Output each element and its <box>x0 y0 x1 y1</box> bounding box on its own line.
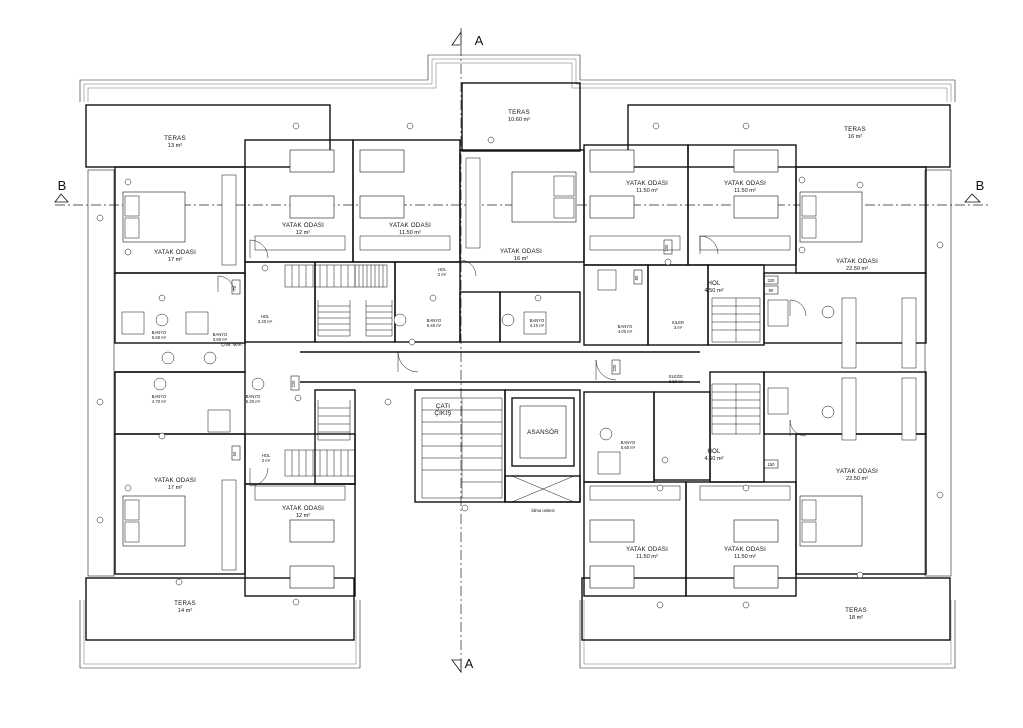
room-area-yatak-4: 16 m² <box>514 256 528 262</box>
room-name-yatak-12: YATAK ODASI <box>724 546 766 553</box>
room-area-banyo-1: 5.40 m² <box>427 323 442 328</box>
room-name-yatak-10: YATAK ODASI <box>836 468 878 475</box>
room-area-yatak-9: 12 m² <box>296 513 310 519</box>
door-tag-6: 70 <box>232 285 237 290</box>
outlet-markers <box>96 122 944 609</box>
door-tag-4: 90 <box>769 288 774 293</box>
room-name-yatak-7: YATAK ODASI <box>836 258 878 265</box>
room-area-hol-5: 2 m² <box>438 272 447 277</box>
room-name-banyo-6: BANYO <box>213 332 228 337</box>
room-area-teras-4: 14 m² <box>178 608 192 614</box>
room-area-banyo-4: 5.60 m² <box>152 335 167 340</box>
room-name-yatak-2: YATAK ODASI <box>282 222 324 229</box>
room-area-yatak-12: 11.50 m² <box>734 554 756 560</box>
section-b-left-label: B <box>58 178 67 193</box>
room-name-yatak-8: YATAK ODASI <box>154 477 196 484</box>
room-area-teras-5: 18 m² <box>849 615 863 621</box>
room-name-banyo-1: BANYO <box>427 318 442 323</box>
room-area-yatak-5: 11.50 m² <box>636 188 658 194</box>
room-area-yatak-8: 17 m² <box>168 485 182 491</box>
room-area-banyo-7: 4.70 m² <box>152 399 167 404</box>
room-area-banyo-8: 5.60 m² <box>621 445 636 450</box>
doors <box>217 235 807 487</box>
room-name-teras-3: TERAS <box>844 126 866 133</box>
room-name-yatak-4: YATAK ODASI <box>500 248 542 255</box>
room-area-teras-1: 13 m² <box>168 143 182 149</box>
room-name-yatak-6: YATAK ODASI <box>724 180 766 187</box>
room-area-hol-3: 4.50 m² <box>705 456 724 462</box>
room-area-yatak-7: 22.50 m² <box>846 266 868 272</box>
room-name-hol-5: HOL <box>438 267 447 272</box>
room-name-yatak-5: YATAK ODASI <box>626 180 668 187</box>
room-name-teras-4: TERAS <box>174 600 196 607</box>
room-name-hol-2: HOL <box>261 314 270 319</box>
section-b-right-label: B <box>976 178 985 193</box>
room-area-banyo-5: 5.20 m² <box>246 399 261 404</box>
climate-unit-label: klima ünitesi <box>531 508 554 513</box>
room-name-teras-5: TERAS <box>845 607 867 614</box>
room-area-hol-1: 4.50 m² <box>705 288 724 294</box>
room-area-kiler: 3 m² <box>674 325 683 330</box>
cam-mak-label: ÇAM. MAK. <box>221 342 243 347</box>
room-name-banyo-5: BANYO <box>246 394 261 399</box>
stairs <box>284 264 761 503</box>
room-area-banyo-6: 3.60 m² <box>213 337 228 342</box>
room-name-yatak-9: YATAK ODASI <box>282 505 324 512</box>
door-tag-7: 80 <box>634 275 639 280</box>
room-name-kiler: KILER <box>672 320 684 325</box>
landing-label: ELEĞE <box>669 374 683 379</box>
room-area-yatak-2: 12 m² <box>296 230 310 236</box>
room-name-yatak-3: YATAK ODASI <box>389 222 431 229</box>
room-area-yatak-6: 11.50 m² <box>734 188 756 194</box>
room-area-yatak-10: 22.50 m² <box>846 476 868 482</box>
room-name-hol-4: HOL <box>262 453 271 458</box>
door-tag-9: 60 <box>232 451 237 456</box>
landing-area-label: 6.50 m² <box>669 379 684 384</box>
room-name-banyo-2: BANYO <box>530 318 545 323</box>
room-labels: TERAS 13 m² TERAS 10.60 m² TERAS 16 m² Y… <box>152 109 878 621</box>
room-area-hol-4: 2 m² <box>262 458 271 463</box>
elevator-label: ASANSÖR <box>527 429 559 436</box>
room-name-teras-1: TERAS <box>164 135 186 142</box>
room-name-banyo-7: BANYO <box>152 394 167 399</box>
door-tag-5: 150 <box>768 462 776 467</box>
roof-exit-label-1: ÇATI <box>436 403 451 410</box>
room-name-banyo-8: BANYO <box>621 440 636 445</box>
room-name-banyo-3: BANYO <box>618 324 633 329</box>
room-area-yatak-3: 11.50 m² <box>399 230 421 236</box>
room-name-hol-3: HOL <box>707 448 721 455</box>
room-area-teras-3: 16 m² <box>848 134 862 140</box>
section-a-top-label: A <box>475 33 484 48</box>
room-name-teras-2: TERAS <box>508 109 530 116</box>
room-area-banyo-2: 4.10 m² <box>530 323 545 328</box>
door-tags: 220 220 220 90 150 70 80 100 60 <box>231 239 779 469</box>
section-a-bottom-label: A <box>465 656 474 671</box>
door-tag-1: 220 <box>291 380 296 388</box>
room-area-hol-2: 3.20 m² <box>258 319 273 324</box>
room-name-yatak-11: YATAK ODASI <box>626 546 668 553</box>
door-tag-3: 220 <box>768 278 776 283</box>
room-area-banyo-3: 4.00 m² <box>618 329 633 334</box>
furniture <box>121 149 917 589</box>
roof-exit-label-2: ÇIKIŞ <box>434 410 451 417</box>
room-area-yatak-11: 11.50 m² <box>636 554 658 560</box>
room-area-teras-2: 10.60 m² <box>508 117 530 123</box>
room-name-yatak-1: YATAK ODASI <box>154 249 196 256</box>
walls <box>114 139 927 597</box>
outer-railings <box>79 54 956 669</box>
room-name-hol-1: HOL <box>707 280 721 287</box>
door-tag-8: 100 <box>664 244 669 252</box>
room-area-yatak-1: 17 m² <box>168 257 182 263</box>
door-tag-2: 220 <box>612 364 617 372</box>
room-name-banyo-4: BANYO <box>152 330 167 335</box>
